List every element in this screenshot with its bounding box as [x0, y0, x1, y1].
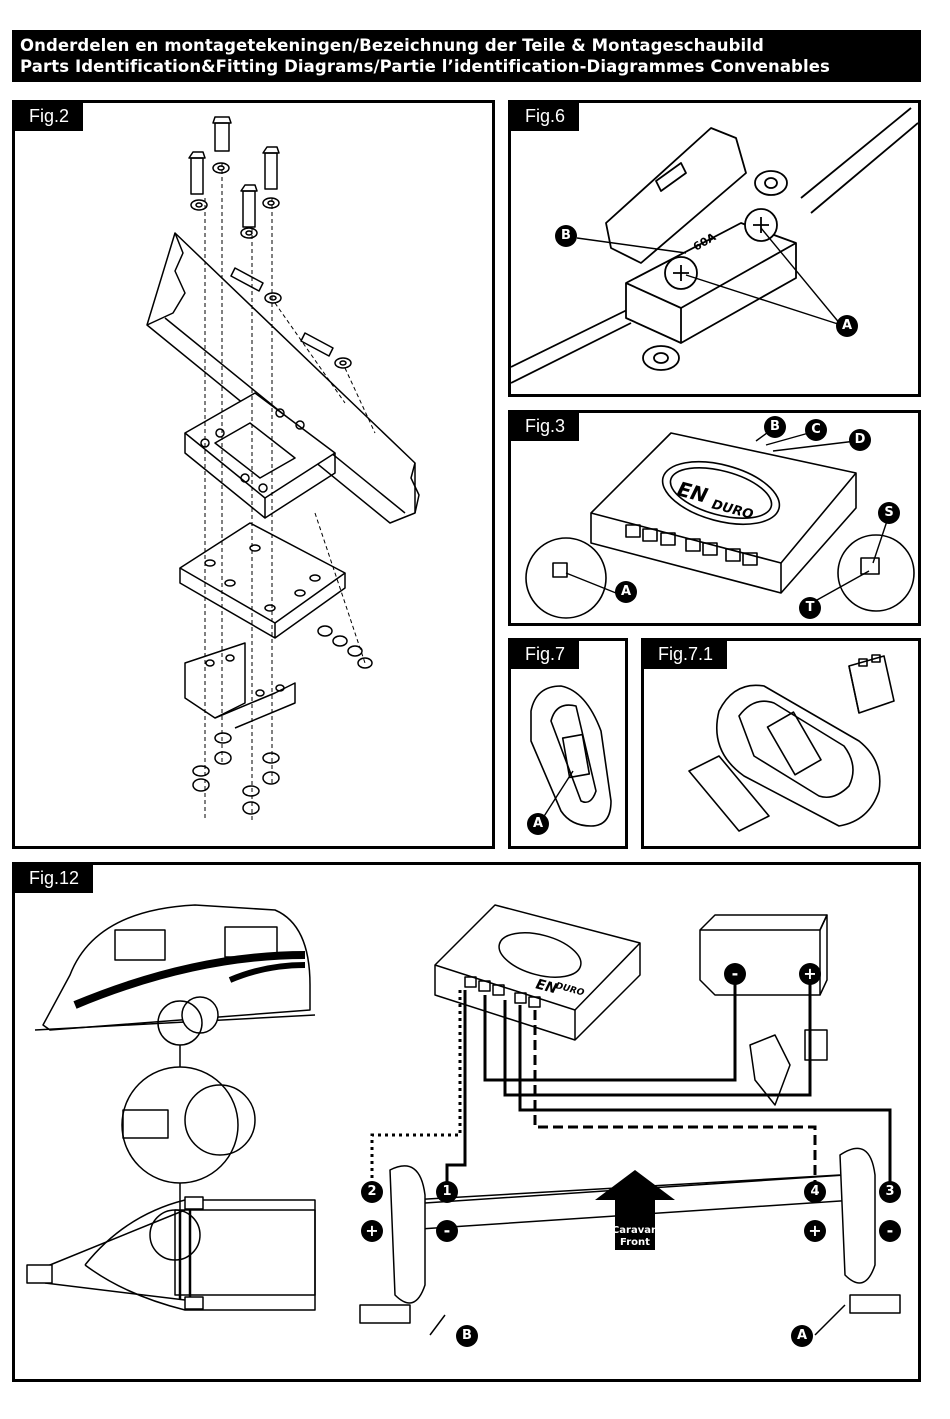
- callout-s: S: [878, 502, 900, 524]
- wire-4-positive-symbol: +: [804, 1220, 826, 1242]
- figure-7-1-label: Fig.7.1: [644, 641, 727, 669]
- callout-b: B: [764, 416, 786, 438]
- figure-6-label: Fig.6: [511, 103, 579, 131]
- header-title-line-1: Onderdelen en montagetekeningen/Bezeichn…: [20, 35, 913, 56]
- header-title-line-2: Parts Identification&Fitting Diagrams/Pa…: [20, 56, 913, 77]
- callout-d: D: [849, 429, 871, 451]
- wire-number-4: 4: [804, 1181, 826, 1203]
- battery-negative-terminal: -: [724, 963, 746, 985]
- figure-12-label: Fig.12: [15, 865, 93, 893]
- figure-12-panel: Fig.12: [12, 862, 921, 1382]
- wiring-diagram: EN DURO: [15, 865, 918, 1379]
- figure-6-panel: Fig.6 60A B A: [508, 100, 921, 397]
- wire-3-negative-symbol: -: [879, 1220, 901, 1242]
- figure-7-panel: Fig.7 A: [508, 638, 628, 849]
- remote-control-diagram: [511, 641, 625, 846]
- callout-a: A: [836, 315, 858, 337]
- battery-replacement-diagram: [644, 641, 918, 846]
- battery-positive-terminal: +: [799, 963, 821, 985]
- wire-number-2: 2: [361, 1181, 383, 1203]
- fuse-holder-diagram: 60A: [511, 103, 918, 394]
- caravan-label-line-1: Caravan: [603, 1225, 667, 1237]
- callout-b: B: [456, 1325, 478, 1347]
- callout-b: B: [555, 225, 577, 247]
- figure-3-panel: Fig.3 EN DURO: [508, 410, 921, 626]
- caravan-label-line-2: Front: [603, 1237, 667, 1249]
- figure-7-label: Fig.7: [511, 641, 579, 669]
- wire-number-1: 1: [436, 1181, 458, 1203]
- wire-number-3: 3: [879, 1181, 901, 1203]
- figure-7-1-panel: Fig.7.1: [641, 638, 921, 849]
- callout-a: A: [615, 581, 637, 603]
- callout-c: C: [805, 419, 827, 441]
- figure-2-label: Fig.2: [15, 103, 83, 131]
- callout-a: A: [527, 813, 549, 835]
- callout-t: T: [799, 597, 821, 619]
- figure-2-panel: Fig.2: [12, 100, 495, 849]
- caravan-front-label: Caravan Front: [603, 1225, 667, 1249]
- wire-2-positive-symbol: +: [361, 1220, 383, 1242]
- wire-1-negative-symbol: -: [436, 1220, 458, 1242]
- callout-a: A: [791, 1325, 813, 1347]
- page-header: Onderdelen en montagetekeningen/Bezeichn…: [12, 30, 921, 82]
- bracket-exploded-diagram: [15, 103, 492, 846]
- figure-3-label: Fig.3: [511, 413, 579, 441]
